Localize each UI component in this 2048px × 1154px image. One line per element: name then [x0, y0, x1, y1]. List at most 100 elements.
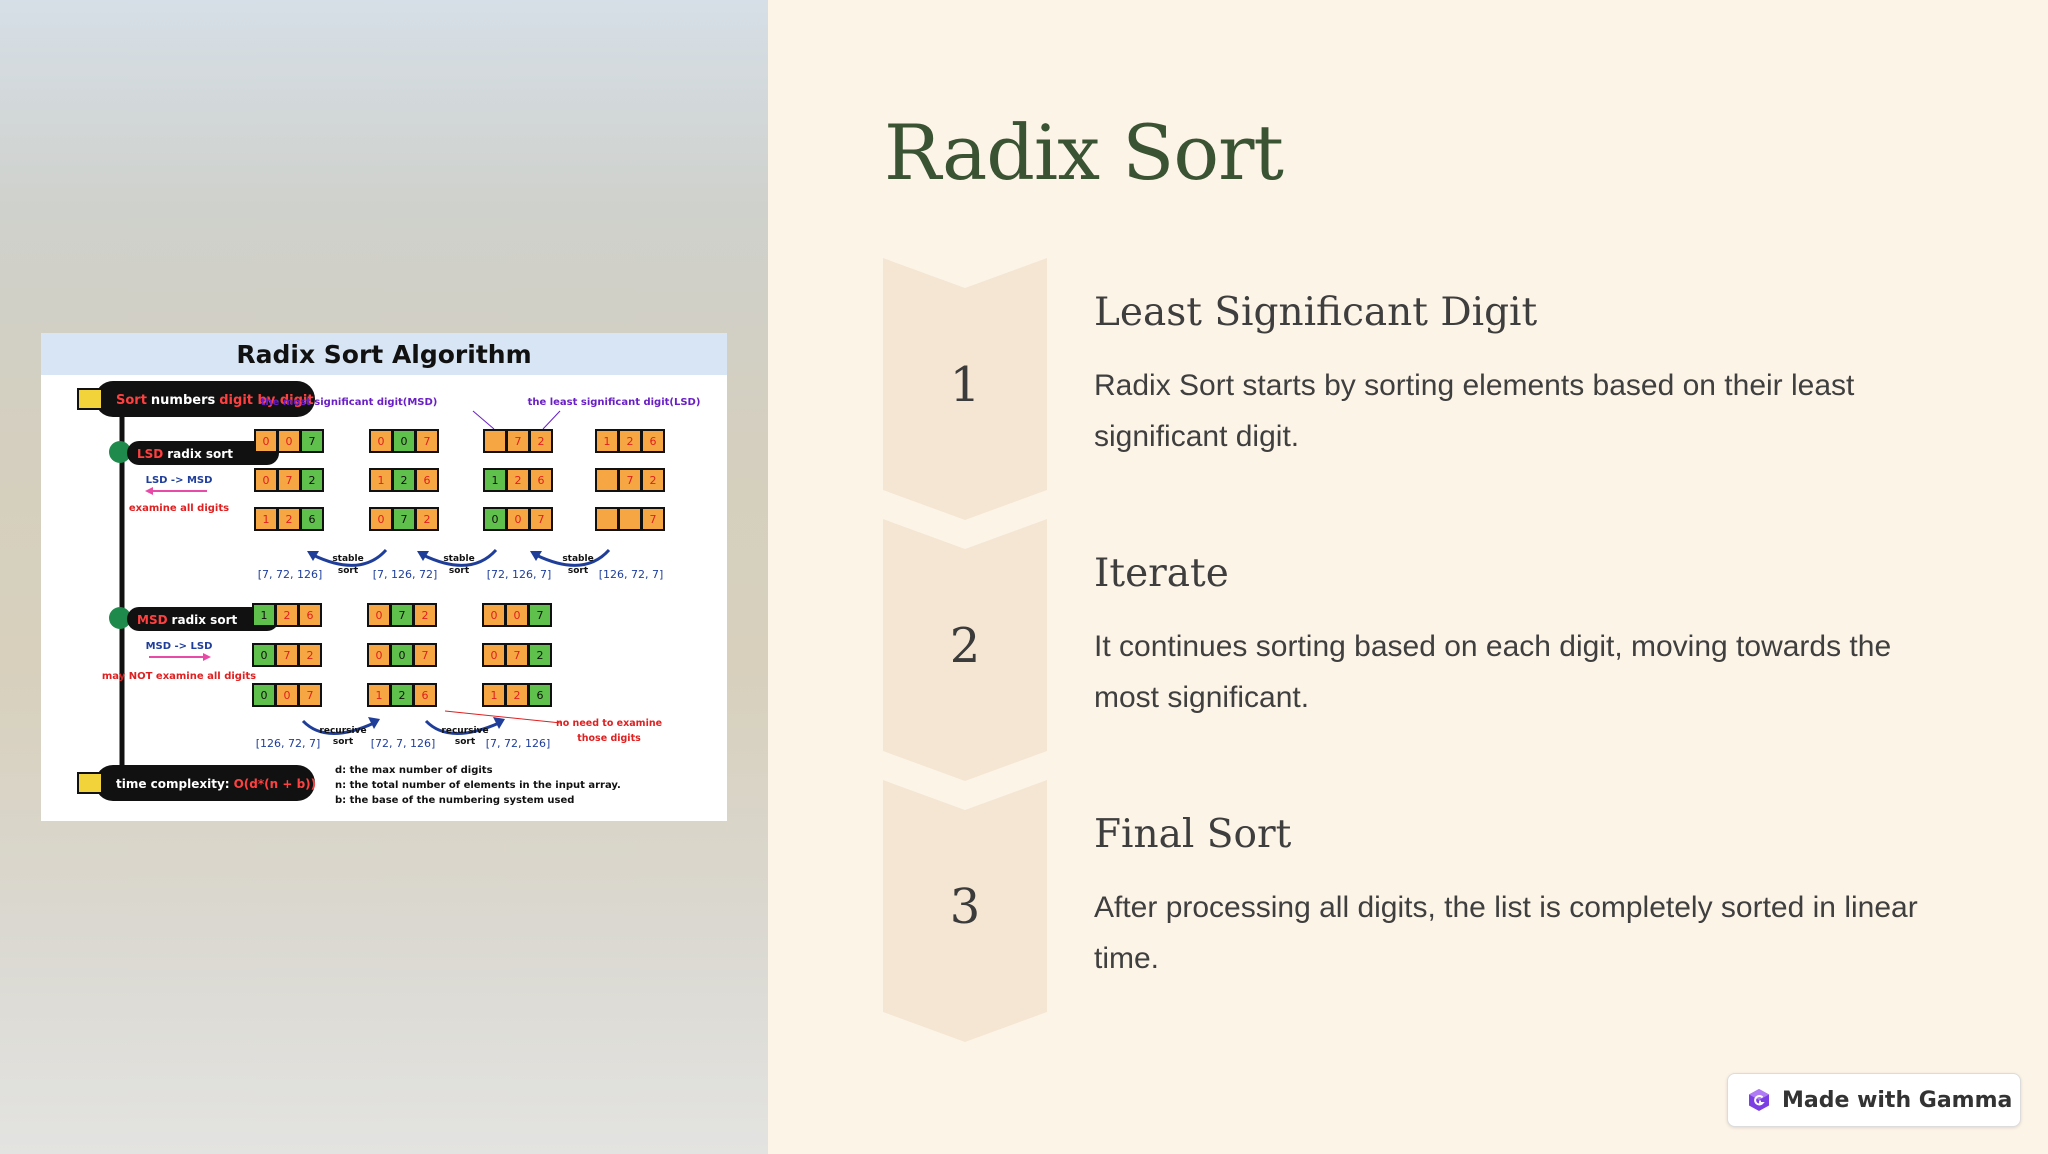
msd-digit-2-0-1: 0 [514, 609, 521, 622]
lsd-cell-2-0-1 [508, 431, 528, 451]
msd-cell-1-0-2 [415, 605, 435, 625]
msd-cell-2-2-0 [484, 685, 504, 705]
lsd-digit-2-2-2: 7 [538, 513, 545, 526]
lsd-arrow-label-bottom-3: sort [568, 566, 589, 576]
lsd-note-text: examine all digits [129, 503, 229, 514]
lsd-cell-1-2-0 [371, 509, 391, 529]
msd-arrow-label-bottom-2: sort [455, 737, 476, 747]
msd-caption-1: [72, 7, 126] [371, 737, 436, 750]
lsd-digit-3-1-1: 7 [627, 474, 634, 487]
msd-digit-1-1-1: 0 [399, 649, 406, 662]
msd-cell-2-0-0 [484, 605, 504, 625]
lsd-digit-0-1-0: 0 [263, 474, 270, 487]
msd-digit-2-2-1: 2 [514, 689, 521, 702]
lsd-digit-2-1-2: 6 [538, 474, 545, 487]
msd-cell-0-0-1 [277, 605, 297, 625]
msd-digit-0-1-0: 0 [261, 649, 268, 662]
msd-cell-0-1-2 [300, 645, 320, 665]
lsd-arrow-label-top-3: stable [562, 554, 593, 564]
lsd-digit-3-0-0: 1 [604, 435, 611, 448]
diagram-header-bg [41, 333, 727, 375]
msd-cell-1-1-2 [415, 645, 435, 665]
lsd-digit-0-2-1: 2 [286, 513, 293, 526]
step-3-title: Final Sort [1094, 812, 1292, 857]
lsd-digit-2-2-0: 0 [492, 513, 499, 526]
lsd-cell-1-0-0 [371, 431, 391, 451]
lsd-digit-1-0-1: 0 [401, 435, 408, 448]
msd-digit-2-1-0: 0 [491, 649, 498, 662]
msd-digit-0-1-2: 2 [307, 649, 314, 662]
lsd-cell-1-0-2 [417, 431, 437, 451]
msd-digit-0-1-1: 7 [284, 649, 291, 662]
msd-cell-1-2-2 [415, 685, 435, 705]
msd-digit-0-2-1: 0 [284, 689, 291, 702]
msd-cell-2-0-2 [530, 605, 550, 625]
msd-arrow-label-bottom-1: sort [333, 737, 354, 747]
lsd-cell-0-2-0 [256, 509, 276, 529]
msd-cell-1-2-0 [369, 685, 389, 705]
msd-digit-1-1-2: 7 [422, 649, 429, 662]
msd-digit-0-2-2: 7 [307, 689, 314, 702]
lsd-cell-3-2-1 [620, 509, 640, 529]
lsd-caption-1: [7, 126, 72] [373, 568, 438, 581]
msd-cell-2-2-2 [530, 685, 550, 705]
lsd-digit-2-2-1: 0 [515, 513, 522, 526]
lsd-cell-3-2-0 [597, 509, 617, 529]
lsd-cell-2-2-0 [485, 509, 505, 529]
msd-digit-1-0-2: 2 [422, 609, 429, 622]
lsd-cell-0-0-1 [279, 431, 299, 451]
step-1-description: Radix Sort starts by sorting elements ba… [1094, 369, 1855, 453]
badge-label: Made with Gamma [1782, 1087, 2013, 1113]
lsd-arrow-label-top-1: stable [332, 554, 363, 564]
lsd-cell-3-0-2 [643, 431, 663, 451]
lsd-digit-3-0-1: 2 [627, 435, 634, 448]
lsd-digit-3-0-2: 6 [650, 435, 657, 448]
lsd-digit-0-0-1: 0 [286, 435, 293, 448]
msd-digit-2-1-2: 2 [537, 649, 544, 662]
step-2-number: 2 [949, 618, 981, 674]
step-2-chevron [883, 519, 1047, 781]
step-3-chevron [883, 780, 1047, 1042]
msd-cell-0-0-0 [254, 605, 274, 625]
step-3-number: 3 [949, 879, 981, 935]
msd-digit-0-0-2: 6 [307, 609, 314, 622]
msd-cell-0-1-1 [277, 645, 297, 665]
step-1-number: 1 [949, 357, 981, 413]
slide-title: Radix Sort [884, 108, 1284, 197]
lsd-cell-1-0-1 [394, 431, 414, 451]
lsd-digit-0-1-2: 2 [309, 474, 316, 487]
lsd-digit-0-2-2: 6 [309, 513, 316, 526]
lsd-caption-0: [7, 72, 126] [258, 568, 323, 581]
msd-cell-2-1-1 [507, 645, 527, 665]
msd-arrows [301, 719, 500, 735]
msd-cell-0-2-0 [254, 685, 274, 705]
complexity-banner: time complexity:O(d*(n + b)) [77, 765, 316, 801]
complexity-def-b: b: the base of the numbering system used [335, 795, 574, 806]
lsd-cell-0-1-1 [279, 470, 299, 490]
step-2-title: Iterate [1094, 551, 1229, 596]
msd-digit-1-0-1: 7 [399, 609, 406, 622]
lsd-cell-1-1-1 [394, 470, 414, 490]
msd-digit-1-1-0: 0 [376, 649, 383, 662]
msd-cell-1-2-1 [392, 685, 412, 705]
lsd-digit-2-1-0: 1 [492, 474, 499, 487]
lsd-digit-1-0-2: 7 [424, 435, 431, 448]
lsd-cell-3-1-0 [597, 470, 617, 490]
msd-digit-2-2-2: 6 [537, 689, 544, 702]
lsd-digit-1-2-2: 2 [424, 513, 431, 526]
msd-caption-2: [7, 72, 126] [486, 737, 551, 750]
msd-cell-1-1-1 [392, 645, 412, 665]
lsd-direction: LSD -> MSD [146, 475, 213, 486]
msd-cell-2-2-1 [507, 685, 527, 705]
lsd-cell-0-1-2 [302, 470, 322, 490]
msd-digit-2-2-0: 1 [491, 689, 498, 702]
lsd-cell-2-1-2 [531, 470, 551, 490]
made-with-gamma-badge[interactable]: Made with Gamma [1727, 1073, 2021, 1127]
msd-cell-2-0-1 [507, 605, 527, 625]
